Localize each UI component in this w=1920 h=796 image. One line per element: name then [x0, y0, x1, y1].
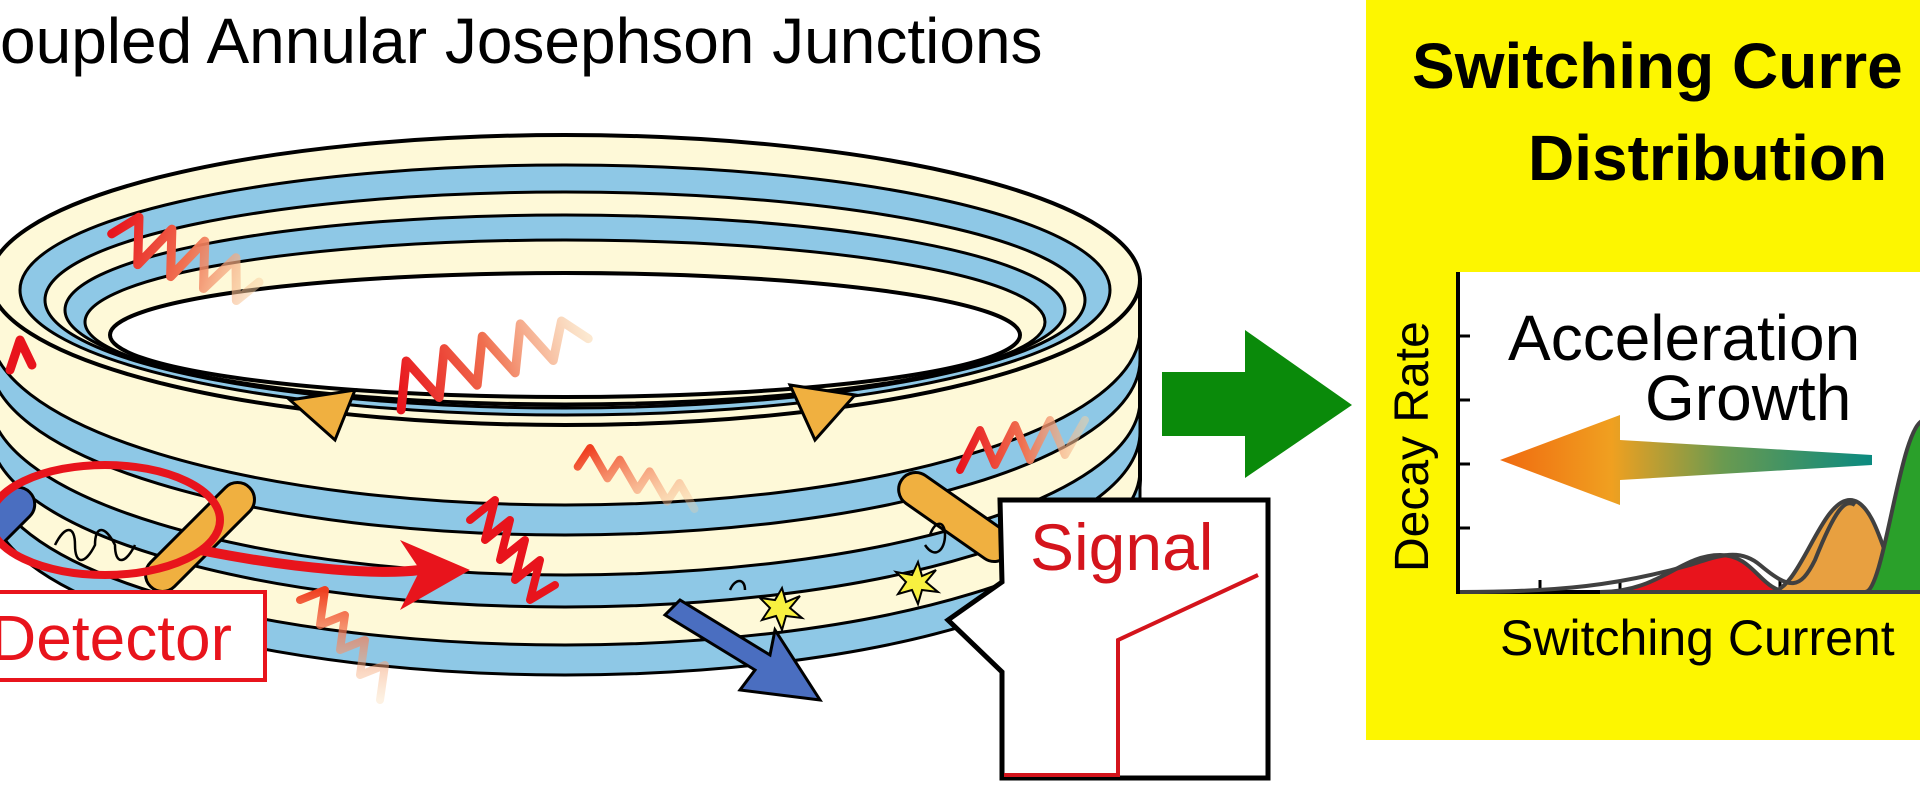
diagram-title: oupled Annular Josephson Junctions [0, 5, 1043, 77]
peak-high [1864, 420, 1920, 594]
panel-heading-line2: Distribution [1528, 122, 1887, 194]
envelope-curve [1459, 501, 1857, 594]
spark-icon [757, 559, 942, 633]
signal-label: Signal [1030, 510, 1213, 584]
annotation-line2: Growth [1645, 362, 1851, 434]
flow-arrow-icon [1162, 330, 1352, 478]
photon-icon [5, 212, 1089, 704]
acceleration-arrow [1500, 415, 1872, 505]
detector-loop [0, 461, 470, 610]
y-axis-label: Decay Rate [1386, 321, 1439, 572]
x-axis-label: Switching Current [1500, 610, 1895, 666]
spring-icon [53, 522, 947, 591]
distribution-peaks [1459, 420, 1920, 594]
detector-label-box [0, 590, 267, 682]
detector-label: Detector [0, 602, 232, 674]
signal-trace [1004, 573, 1259, 777]
panel-heading-line1: Switching Curre [1412, 30, 1903, 102]
annotation-line1: Acceleration [1508, 302, 1860, 374]
signal-callout [944, 497, 1271, 781]
